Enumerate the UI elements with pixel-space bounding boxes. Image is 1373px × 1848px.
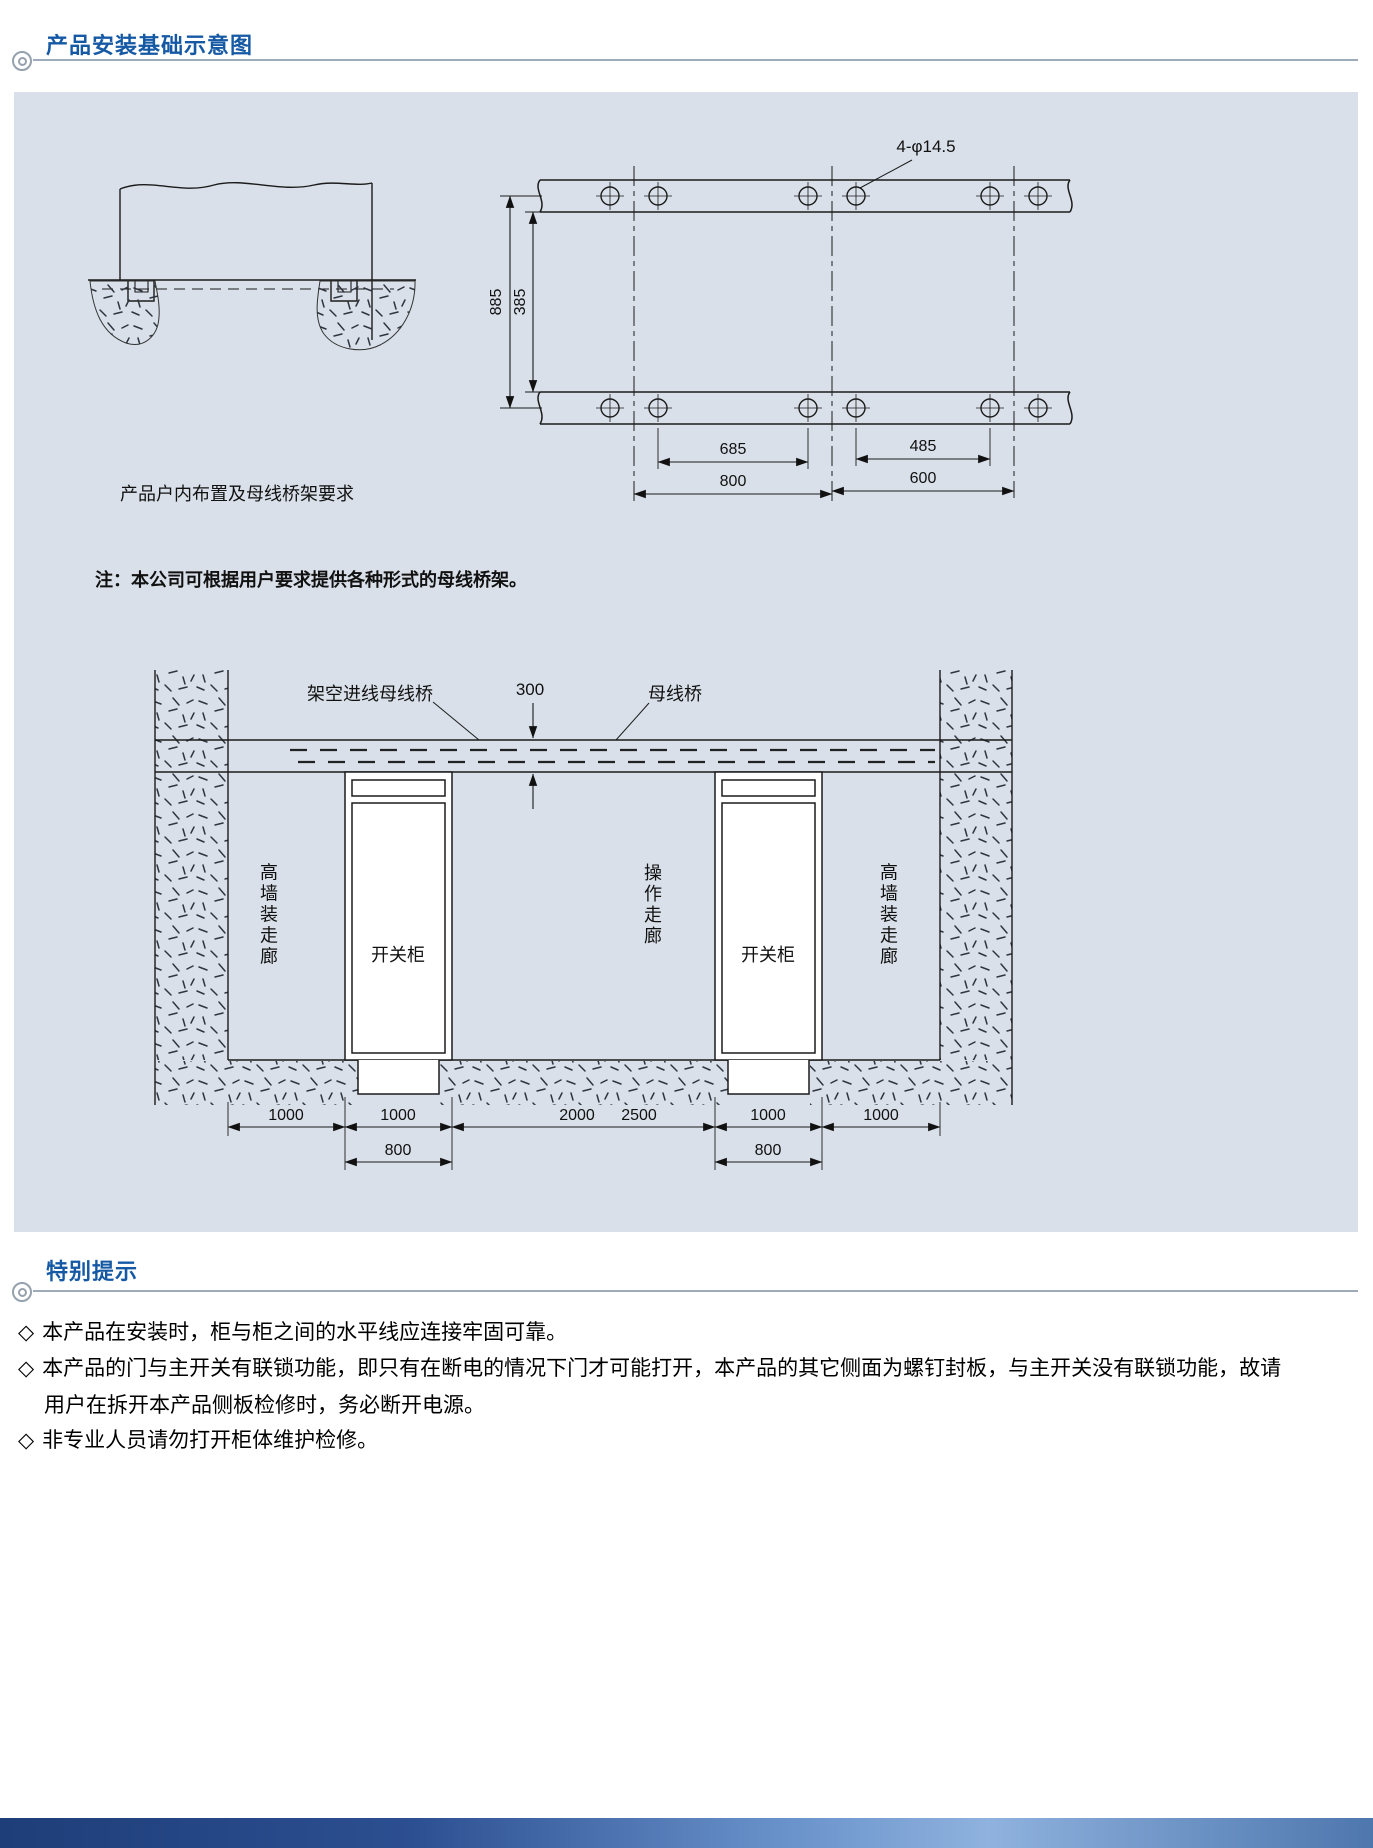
tip-text-2-continued: 用户在拆开本产品侧板检修时，务必断开电源。 (44, 1394, 485, 1417)
hole-callout-label: 4-φ14.5 (896, 137, 956, 156)
dimension-lines (505, 195, 1015, 499)
tip-bullet-1: ◇ (18, 1321, 35, 1344)
tip-text-1: 本产品在安装时，柜与柜之间的水平线应连接牢固可靠。 (42, 1321, 568, 1344)
cabinet-left-label: 开关柜 (371, 945, 425, 965)
dim-1000-label-4: 1000 (863, 1107, 899, 1124)
bolt-holes (600, 186, 1048, 418)
installation-figure: 架空进线母线桥 300 母线桥 高墙装走廊 操作走廊 高墙装走廊 开关柜 开关柜… (149, 657, 1029, 1177)
dim-2000-label: 2000 (559, 1107, 595, 1124)
busbar-note: 注：本公司可根据用户要求提供各种形式的母线桥架。 (95, 570, 527, 590)
diagram-panel: 4-φ14.5 885 385 685 800 485 600 产品户内布置及母… (14, 92, 1358, 1232)
dim-1000-label-1: 1000 (268, 1107, 304, 1124)
figure-caption: 产品户内布置及母线桥架要求 (120, 484, 354, 504)
section2-divider (33, 1290, 1358, 1292)
walls-and-foundation (155, 670, 1012, 1105)
dim-685-label: 685 (719, 441, 747, 458)
tip-bullet-2: ◇ (18, 1357, 35, 1380)
busbar-bridge-dashes (290, 748, 935, 764)
tip-text-3: 非专业人员请勿打开柜体维护检修。 (42, 1429, 379, 1452)
structure-lines (154, 670, 1013, 1105)
dimension-lines (227, 703, 941, 1167)
corridor-right-label: 高墙装走廊 (878, 862, 898, 968)
section1-divider (33, 59, 1358, 61)
foundation-detail-svg (88, 182, 416, 351)
rail-plan-svg (500, 159, 1073, 504)
extension-lines (500, 195, 991, 469)
cabinet-right-label: 开关柜 (741, 945, 795, 965)
dim-385-label: 385 (512, 288, 529, 316)
corridor-left-label: 高墙装走廊 (258, 862, 278, 968)
tip-item-3: ◇ 非专业人员请勿打开柜体维护检修。 (18, 1424, 378, 1454)
tip-text-2: 本产品的门与主开关有联锁功能，即只有在断电的情况下门才可能打开，本产品的其它侧面… (42, 1357, 1282, 1380)
section1-title: 产品安装基础示意图 (46, 33, 254, 58)
foundation-detail-figure (84, 168, 434, 373)
corridor-center-label: 操作走廊 (642, 863, 662, 947)
dim-485-label: 485 (909, 438, 937, 455)
overhead-busbar-label: 架空进线母线桥 (307, 684, 433, 704)
rail-plan-figure: 4-φ14.5 885 385 685 800 485 600 (484, 132, 1124, 542)
dim-800-label: 800 (719, 473, 747, 490)
dim-1000-label-2: 1000 (380, 1107, 416, 1124)
leader-lines (432, 701, 650, 741)
tip-item-1: ◇ 本产品在安装时，柜与柜之间的水平线应连接牢固可靠。 (18, 1316, 567, 1346)
dim-1000-label-3: 1000 (750, 1107, 786, 1124)
dim-800-right-label: 800 (754, 1142, 782, 1159)
center-lines (633, 166, 1015, 504)
tip-bullet-3: ◇ (18, 1429, 35, 1452)
installation-svg (154, 670, 1013, 1170)
dim-885-label: 885 (488, 288, 505, 316)
concrete-hatch (89, 280, 416, 351)
footer-bar (0, 1818, 1373, 1848)
tip-item-2: ◇ 本产品的门与主开关有联锁功能，即只有在断电的情况下门才可能打开，本产品的其它侧… (18, 1352, 1281, 1382)
tip-item-2-continued: 用户在拆开本产品侧板检修时，务必断开电源。 (44, 1389, 485, 1419)
busbar-label: 母线桥 (648, 684, 702, 704)
switch-cabinets (344, 771, 823, 1095)
dim-300-label: 300 (515, 680, 545, 699)
section2-ring-icon (12, 1282, 32, 1302)
section2-title: 特别提示 (46, 1259, 139, 1284)
hole-callout-leader (859, 159, 913, 189)
section1-ring-icon (12, 51, 32, 71)
rails (537, 179, 1073, 425)
dim-2500-label: 2500 (621, 1107, 657, 1124)
hole-center-marks (596, 182, 1052, 422)
dim-600-label: 600 (909, 470, 937, 487)
dim-800-left-label: 800 (384, 1142, 412, 1159)
